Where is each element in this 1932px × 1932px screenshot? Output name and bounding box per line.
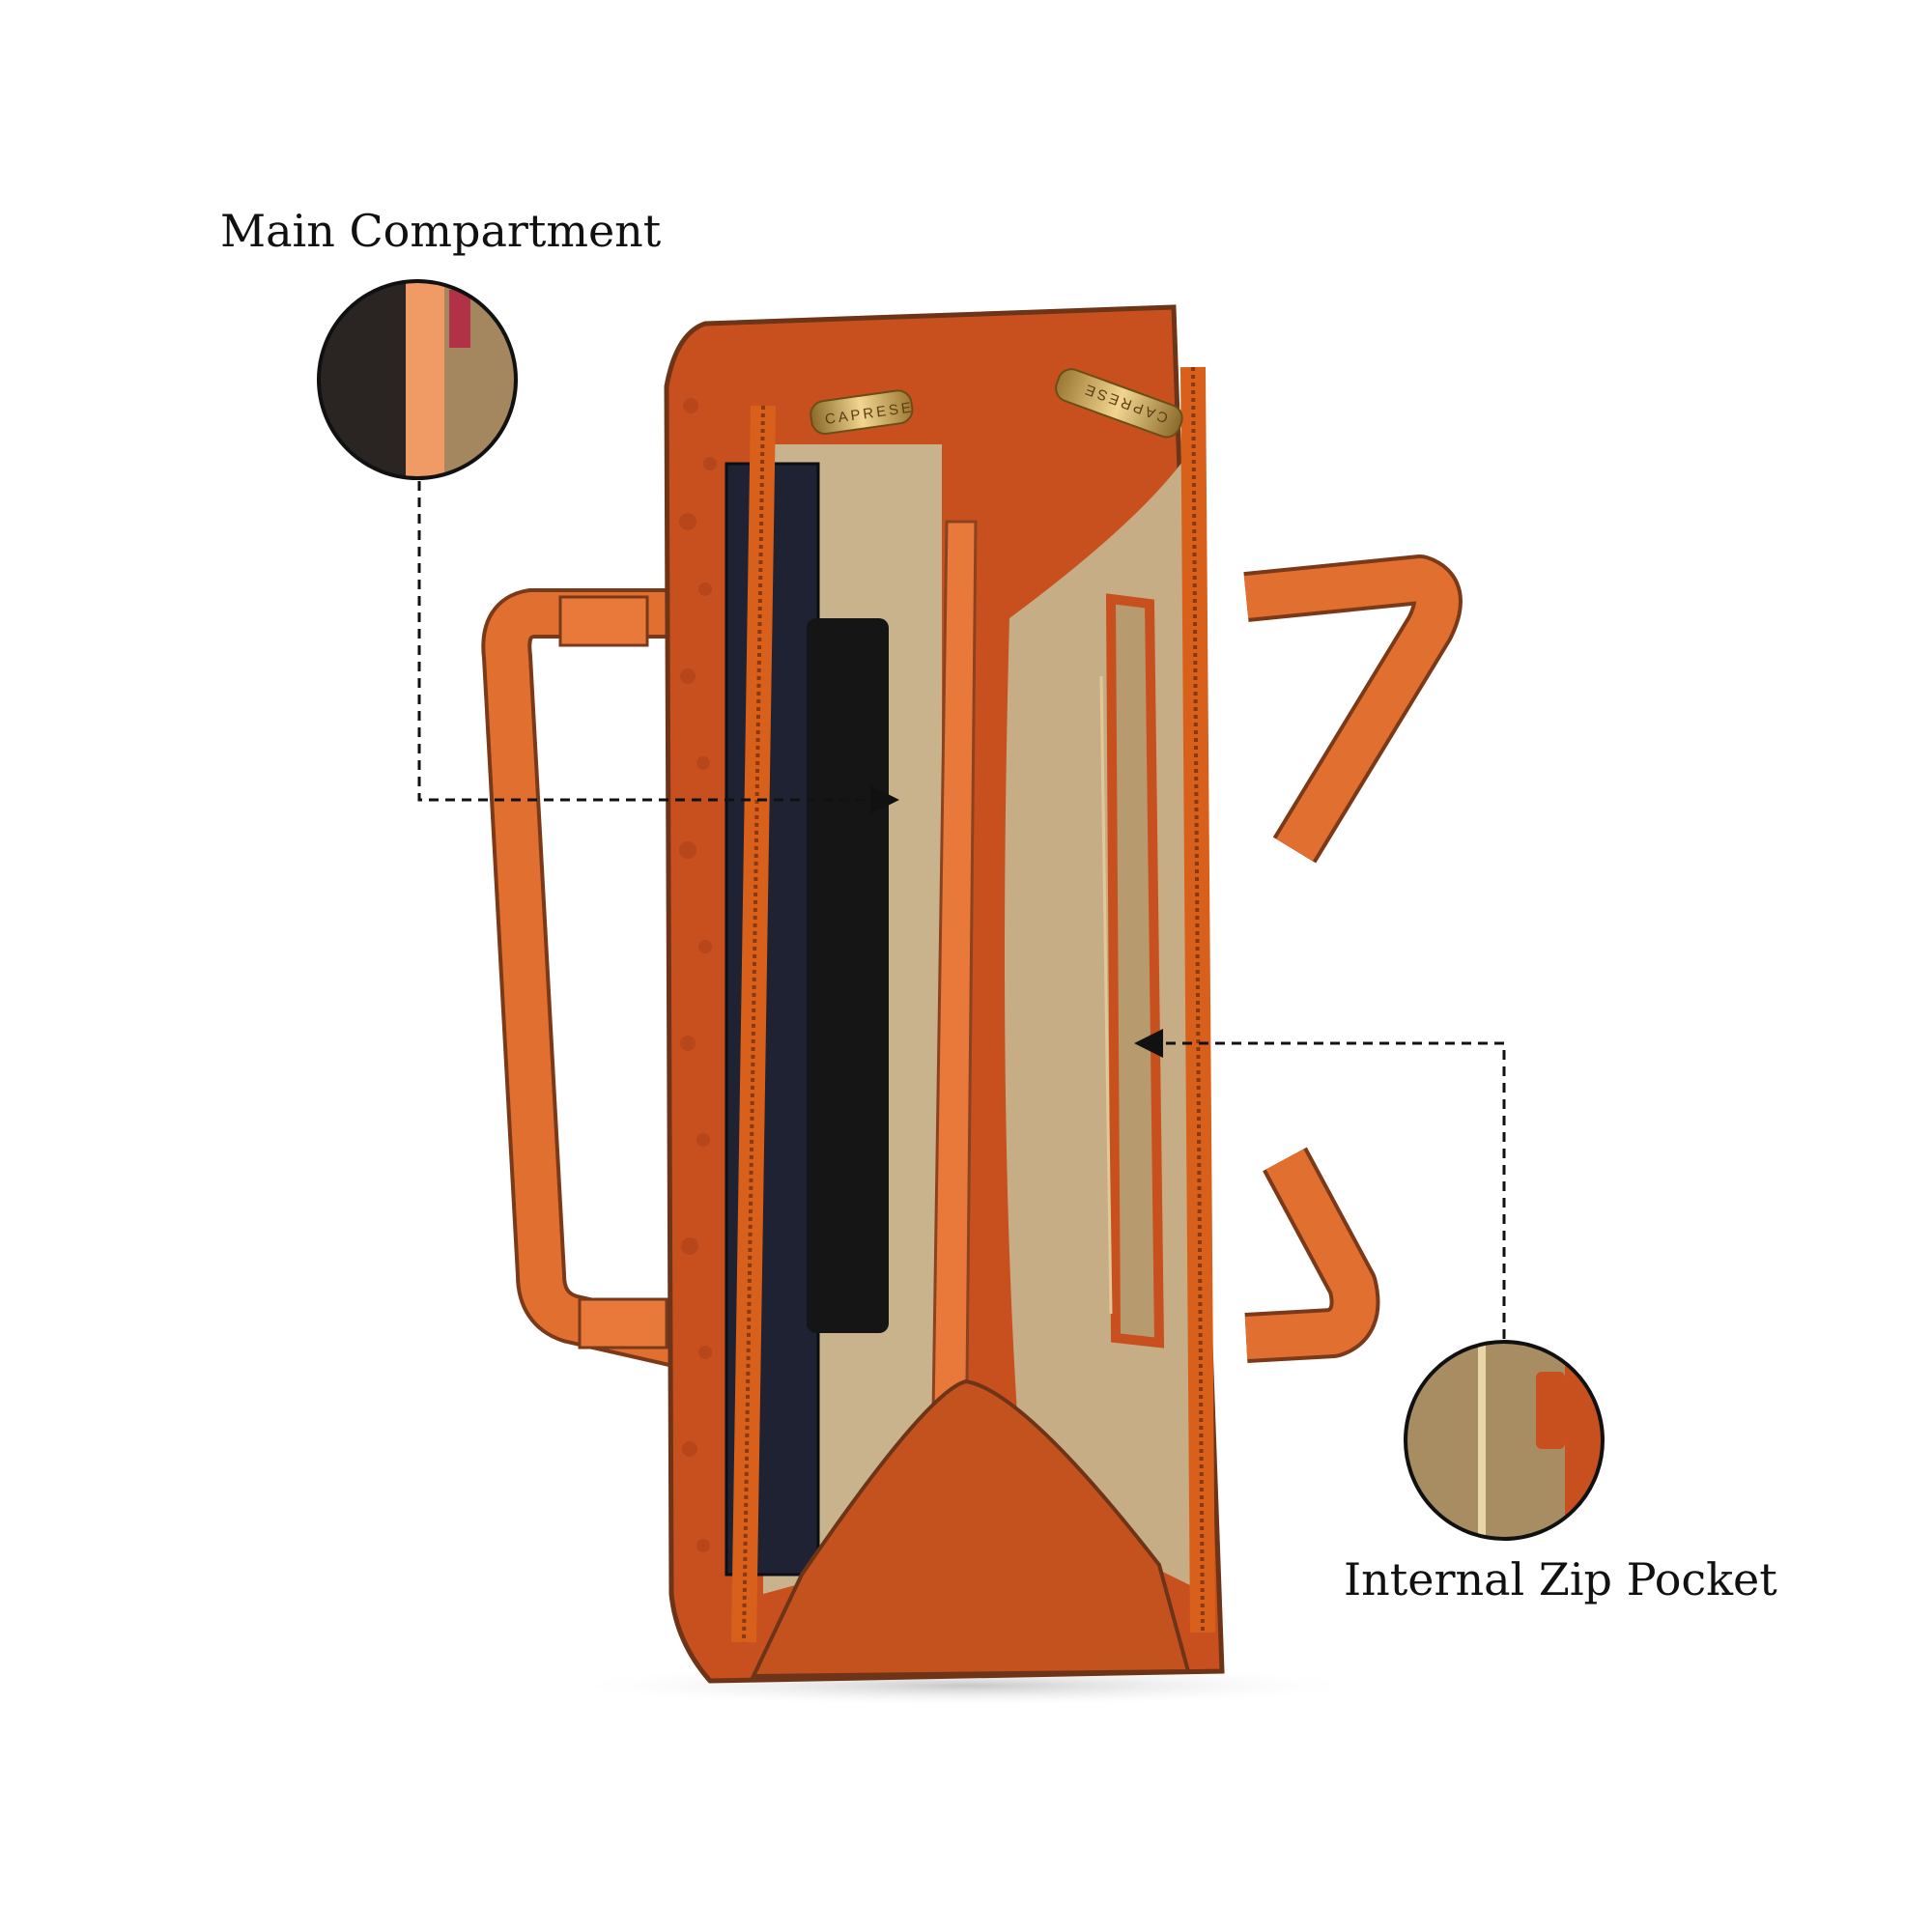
main-compartment-label: Main Compartment <box>220 205 662 257</box>
zip-pull-right: CAPRESE <box>1055 368 1183 439</box>
zip-pull-left: CAPRESE <box>810 389 915 436</box>
notebook <box>807 618 889 1333</box>
bag-body <box>664 304 1225 1684</box>
main-compartment-detail-circle <box>317 279 518 480</box>
main-compartment-pointer <box>417 481 899 814</box>
internal-zip-pocket <box>1105 593 1165 1349</box>
left-handle <box>481 588 696 1368</box>
zip-pocket-detail-circle <box>1404 1340 1605 1541</box>
internal-zip-pocket-label: Internal Zip Pocket <box>1344 1553 1777 1605</box>
right-handle <box>1243 554 1463 1363</box>
zip-pocket-pointer <box>1134 1029 1506 1339</box>
